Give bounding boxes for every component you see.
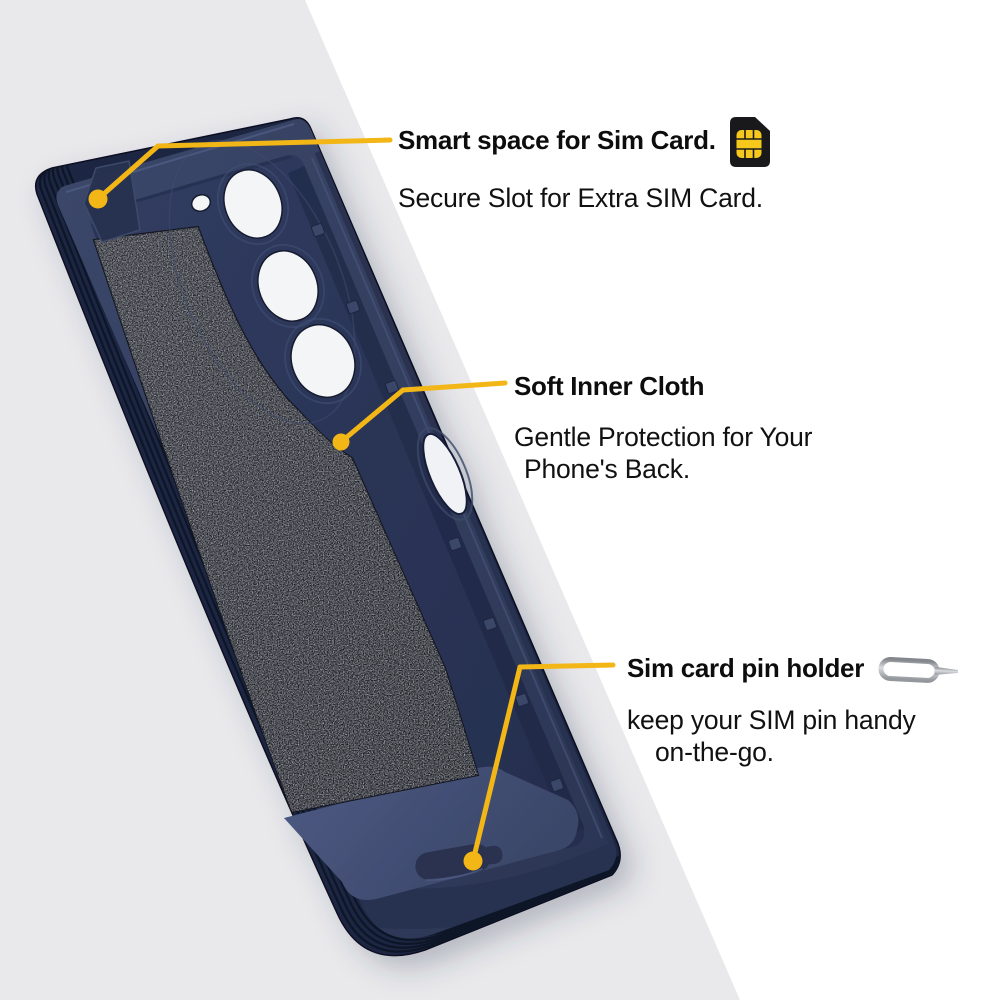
- camera-cutouts: [190, 163, 362, 405]
- camera-hole-1: [223, 169, 283, 239]
- oval-cutout: [416, 427, 474, 521]
- sim-card-slot: [83, 160, 141, 243]
- callout-inner-cloth-body: Gentle Protection for Your Phone's Back.: [514, 422, 813, 484]
- callout-inner-cloth: Soft Inner Cloth Gentle Protection for Y…: [514, 369, 812, 485]
- sim-ejector-pin-icon: [878, 657, 959, 683]
- camera-hole-2: [257, 250, 319, 322]
- callout-line-cloth: [338, 380, 508, 445]
- callout-inner-cloth-title: Soft Inner Cloth: [514, 371, 705, 401]
- callout-pin-holder: Sim card pin holder keep your SIM pin ha…: [627, 651, 960, 768]
- flash-hole: [190, 194, 212, 212]
- callout-sim-slot-title: Smart space for Sim Card.: [398, 125, 716, 155]
- callout-dot-pin: [463, 851, 483, 871]
- callout-dot-sim-slot: [88, 189, 108, 209]
- bottom-inner-band: [284, 766, 579, 900]
- callout-pin-holder-body: keep your SIM pin handy on-the-go.: [627, 705, 916, 767]
- callout-pin-holder-title: Sim card pin holder: [627, 653, 865, 683]
- side-tabs: [311, 223, 564, 792]
- callout-sim-slot: Smart space for Sim Card. Secure Slot fo…: [398, 117, 770, 214]
- sim-card-icon: [729, 117, 770, 167]
- callout-dots: [88, 189, 483, 871]
- camera-hole-3: [290, 324, 356, 398]
- callout-line-pin: [470, 662, 616, 864]
- callout-line-sim-slot: [95, 137, 393, 202]
- callout-dot-cloth: [332, 433, 350, 451]
- callout-leaders: [95, 137, 616, 864]
- callout-sim-slot-body: Secure Slot for Extra SIM Card.: [398, 183, 763, 213]
